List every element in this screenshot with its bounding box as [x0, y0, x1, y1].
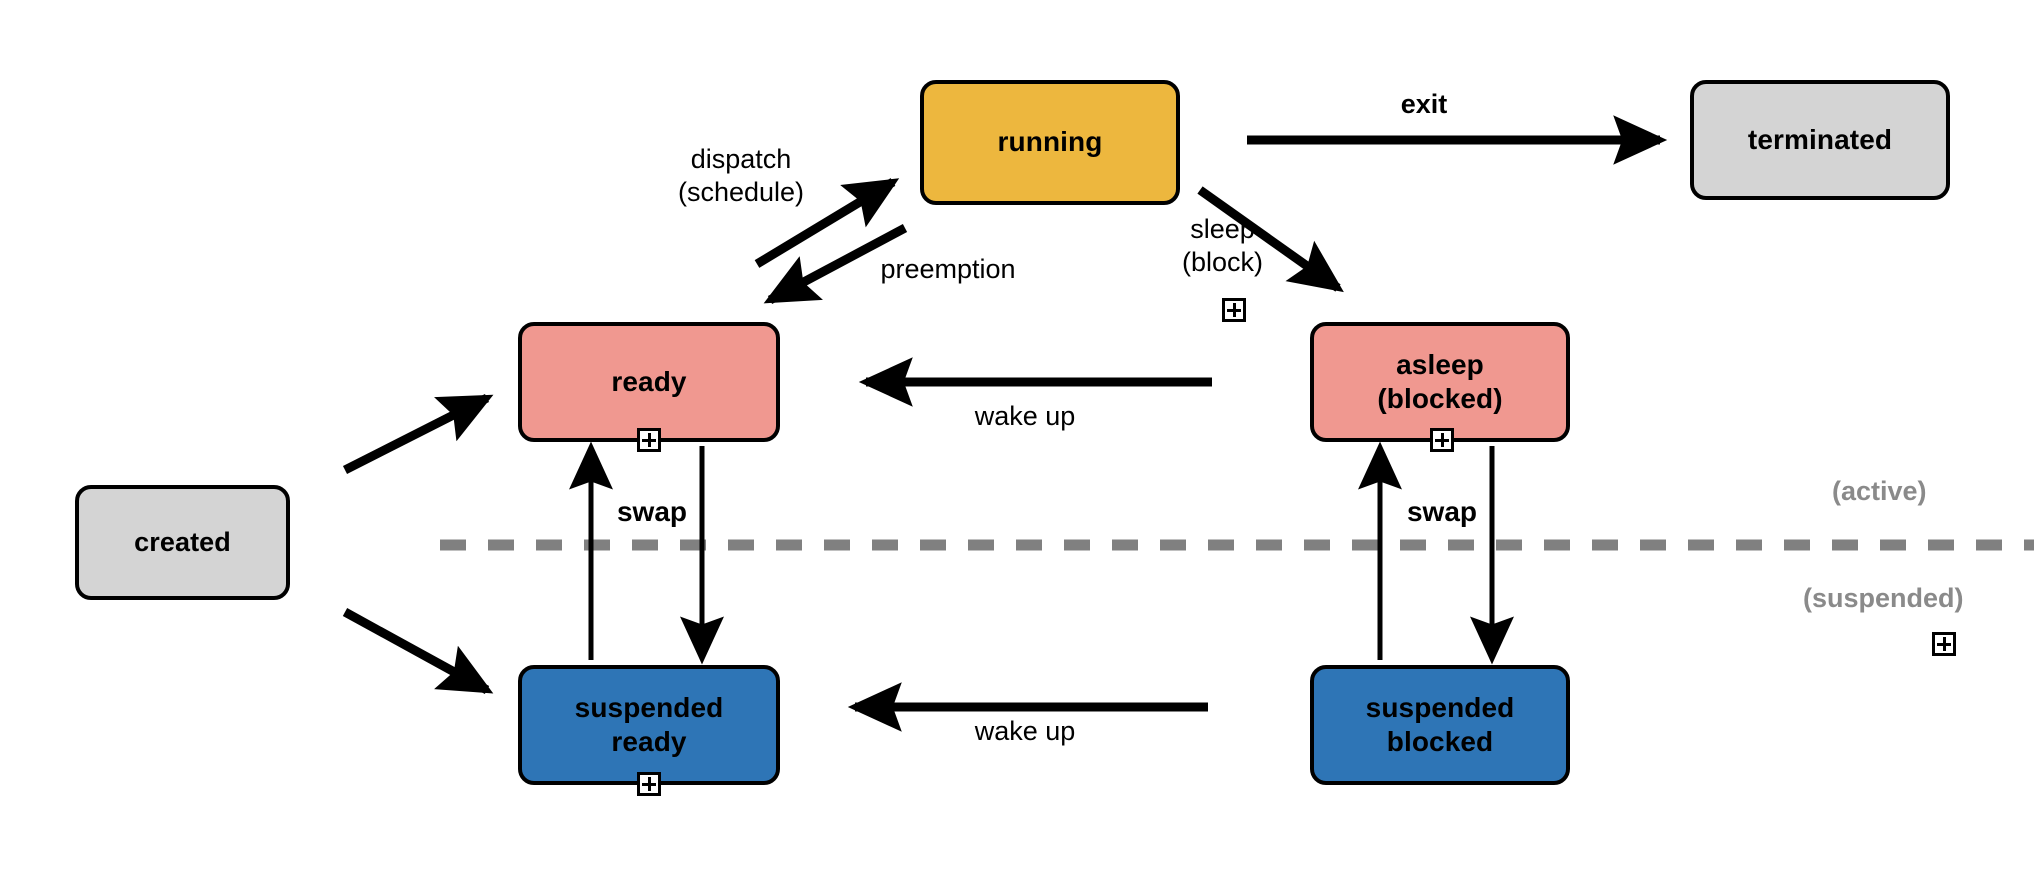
- edge-label-wake-up-bottom: wake up: [974, 716, 1076, 746]
- state-label-running: running: [997, 126, 1103, 158]
- edge-label-wake-up-top: wake up: [974, 401, 1076, 431]
- arrow-created-to-ready: [342, 393, 494, 475]
- state-node-running[interactable]: running: [920, 80, 1180, 205]
- state-label-suspended-ready: suspended ready: [574, 691, 724, 757]
- arrow-created-to-suspended-ready: [342, 608, 494, 694]
- state-label-ready: ready: [611, 365, 687, 397]
- state-label-suspended-blocked: suspended blocked: [1365, 691, 1515, 757]
- expand-marker-ready-icon[interactable]: [637, 428, 661, 452]
- state-node-terminated[interactable]: terminated: [1690, 80, 1950, 200]
- edge-label-swap-right: swap: [1406, 496, 1478, 527]
- state-node-suspended-ready[interactable]: suspended ready: [518, 665, 780, 785]
- expand-marker-sleep-label-icon[interactable]: [1222, 298, 1246, 322]
- edge-label-exit: exit: [1400, 89, 1448, 119]
- edge-label-preemption: preemption: [880, 254, 1016, 284]
- state-node-suspended-blocked[interactable]: suspended blocked: [1310, 665, 1570, 785]
- zone-label-active: (active): [1832, 476, 1927, 506]
- edge-label-dispatch: dispatch (schedule): [677, 144, 805, 207]
- expand-marker-suspended-zone-icon[interactable]: [1932, 632, 1956, 656]
- expand-marker-suspended-ready-icon[interactable]: [637, 772, 661, 796]
- state-label-asleep-blocked: asleep (blocked): [1377, 348, 1503, 414]
- edge-label-sleep-block: sleep (block): [1181, 214, 1263, 277]
- state-label-created: created: [134, 527, 231, 558]
- state-label-terminated: terminated: [1747, 123, 1893, 155]
- edge-label-swap-left: swap: [616, 496, 688, 527]
- zone-label-suspended: (suspended): [1803, 583, 1964, 613]
- state-node-created[interactable]: created: [75, 485, 290, 600]
- state-node-ready[interactable]: ready: [518, 322, 780, 442]
- state-node-asleep-blocked[interactable]: asleep (blocked): [1310, 322, 1570, 442]
- expand-marker-asleep-icon[interactable]: [1430, 428, 1454, 452]
